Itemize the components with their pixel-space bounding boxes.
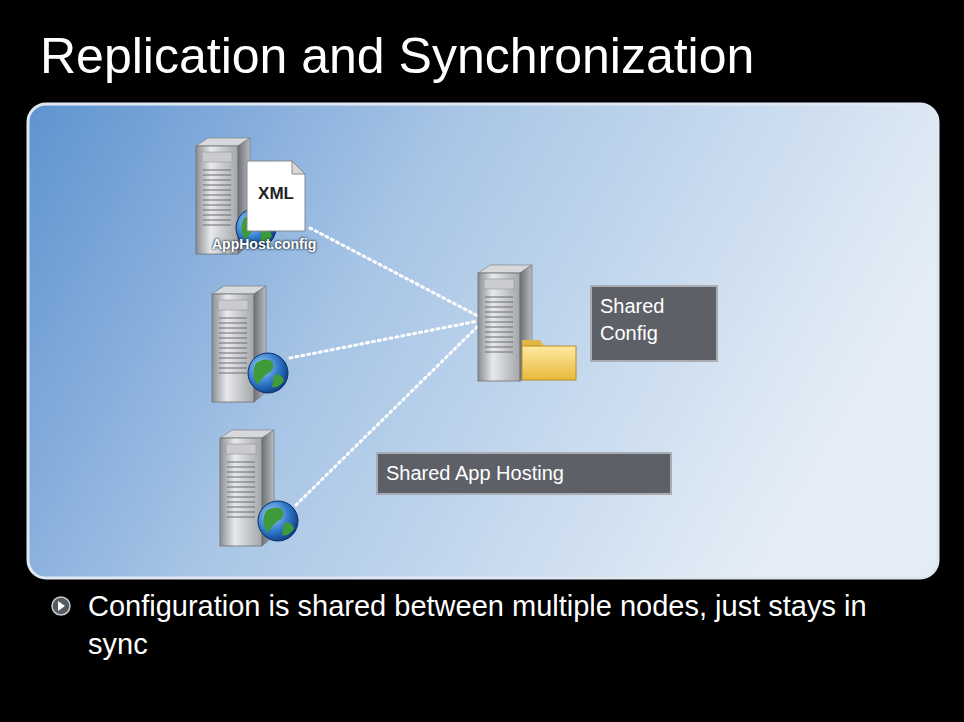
- box-text: Shared Config: [600, 293, 708, 347]
- xml-document: XMLAppHost.config: [246, 160, 306, 232]
- bullet-text: Configuration is shared between multiple…: [88, 588, 888, 663]
- globe-icon: [258, 501, 298, 541]
- shared-config-box: Shared Config: [590, 285, 718, 362]
- globe-icon: [248, 353, 288, 393]
- file-name: AppHost.config: [212, 236, 316, 252]
- slide-title: Replication and Synchronization: [40, 28, 754, 86]
- panel: [28, 104, 938, 578]
- shared-app-hosting-box: Shared App Hosting: [376, 452, 672, 495]
- bullet-icon: [52, 597, 70, 615]
- folder-icon: [522, 340, 576, 380]
- document-type: XML: [246, 184, 306, 204]
- box-text: Shared App Hosting: [386, 460, 662, 487]
